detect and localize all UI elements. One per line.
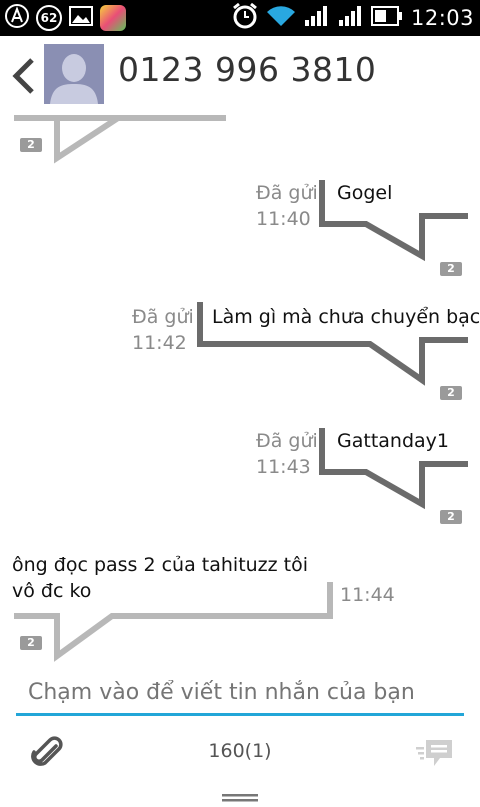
clock: 12:03 — [410, 6, 474, 30]
compose-area — [16, 670, 464, 716]
message-4-line-1: ông đọc pass 2 của tahituzz tôi — [12, 554, 309, 576]
message-status: Đã gửi — [256, 430, 318, 452]
back-button[interactable] — [8, 54, 38, 98]
launcher-icon — [4, 3, 30, 33]
message-input[interactable] — [16, 670, 456, 710]
notification-count-badge: 62 — [36, 5, 62, 31]
person-icon — [50, 54, 98, 104]
message-4-line-2: vô đc ko — [12, 580, 92, 602]
message-3-meta: Đã gửi 11:43 — [256, 428, 318, 480]
contact-avatar[interactable] — [44, 44, 104, 104]
message-time: 11:42 — [132, 332, 187, 354]
send-icon — [416, 740, 452, 766]
contact-number[interactable]: 0123 996 3810 — [118, 50, 377, 89]
app-notification-icon — [100, 5, 126, 31]
message-1-meta: Đã gửi 11:40 — [256, 180, 318, 232]
message-1-text[interactable]: Gogel — [337, 182, 393, 204]
message-count-badge: 2 — [20, 138, 42, 152]
message-status: Đã gửi — [256, 182, 318, 204]
send-button[interactable] — [414, 738, 454, 770]
menu-handle[interactable] — [222, 788, 258, 802]
paperclip-icon — [31, 736, 63, 766]
message-2-meta: Đã gửi 11:42 — [132, 304, 194, 356]
message-4-text[interactable]: ông đọc pass 2 của tahituzz tôi vô đc ko — [12, 552, 308, 604]
attach-button[interactable] — [30, 736, 66, 772]
message-status: Đã gửi — [132, 306, 194, 328]
input-underline — [16, 713, 464, 716]
compose-toolbar: 160(1) — [0, 724, 480, 784]
wifi-icon — [266, 4, 295, 32]
message-count-badge: 2 — [440, 510, 462, 524]
conversation-header: 0123 996 3810 — [0, 36, 480, 116]
message-count-badge: 2 — [440, 386, 462, 400]
message-time: 11:43 — [256, 456, 311, 478]
status-bar: 62 12:03 — [0, 0, 480, 36]
gallery-icon — [68, 4, 94, 32]
chevron-left-icon — [12, 58, 34, 94]
menu-lines-icon — [222, 794, 258, 802]
signal-icon-2 — [337, 4, 363, 32]
character-counter: 160(1) — [208, 740, 272, 762]
message-2-text[interactable]: Làm gì mà chưa chuyển bạc — [212, 306, 480, 328]
signal-icon-1 — [303, 4, 329, 32]
alarm-icon — [231, 2, 259, 34]
top-partial-bubble-tail — [14, 115, 226, 164]
message-time: 11:40 — [256, 208, 311, 230]
message-count-badge: 2 — [20, 636, 42, 650]
battery-icon — [370, 5, 403, 31]
message-3-text[interactable]: Gattanday1 — [337, 430, 449, 452]
message-4-time: 11:44 — [340, 584, 395, 606]
message-count-badge: 2 — [440, 262, 462, 276]
